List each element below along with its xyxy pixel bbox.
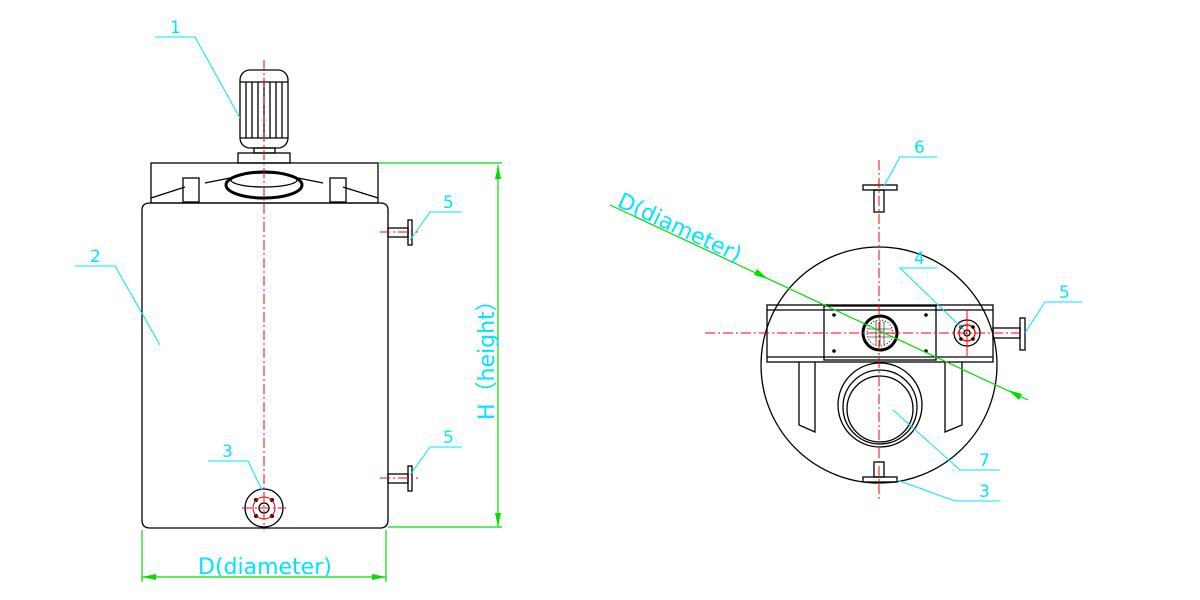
bottom-nozzle	[862, 461, 898, 483]
manhole-inner-ring	[846, 375, 914, 443]
label-4: 4	[914, 249, 925, 269]
leader-line-3-top-view	[896, 479, 1000, 502]
flange-bolt-hole	[971, 337, 975, 341]
flange-bolt-hole	[971, 325, 975, 329]
label-2: 2	[90, 247, 101, 267]
height-dimension-lines	[378, 162, 502, 528]
label-5-right: 5	[1059, 283, 1070, 303]
leader-line-6	[883, 156, 937, 187]
plate-bolt	[924, 313, 928, 317]
label-1: 1	[170, 18, 181, 38]
front-view: H（height） D(diameter) 1 2 3 5 5	[75, 18, 502, 582]
lid-bracket-left	[182, 177, 200, 203]
leader-line-5-bottom	[409, 446, 462, 476]
leader-line-3	[208, 460, 263, 491]
label-5-bottom: 5	[443, 428, 454, 448]
top-diameter-dimension: D(diameter)	[609, 189, 1029, 401]
height-dimension: H（height）	[378, 162, 502, 528]
side-nozzle-right	[992, 317, 1026, 351]
plate-bolt	[832, 349, 836, 353]
diameter-dimension: D(diameter)	[141, 530, 387, 582]
manhole-outer-ring	[837, 362, 923, 448]
tank-body	[141, 202, 389, 529]
height-label: H（height）	[475, 289, 500, 420]
top-nozzle	[862, 184, 898, 213]
label-7: 7	[979, 451, 990, 471]
plate-bolt	[832, 313, 836, 317]
diameter-dimension-lines	[141, 530, 387, 582]
leader-line-5-right	[1024, 301, 1082, 334]
leader-line-4	[898, 267, 965, 331]
leader-line-2	[75, 265, 161, 346]
top-diameter-label: D(diameter)	[613, 189, 745, 268]
top-diameter-dimension-line	[609, 204, 1029, 401]
leader-line-7	[892, 409, 1000, 471]
side-nozzle-bottom	[380, 465, 418, 492]
nozzle-flange	[862, 184, 898, 191]
leader-line-5-top	[409, 211, 462, 241]
label-3-top-view: 3	[979, 482, 990, 502]
label-6: 6	[914, 138, 925, 158]
label-3: 3	[222, 442, 233, 462]
nozzle-flange	[862, 476, 898, 483]
nozzle-flange	[1019, 317, 1026, 351]
flange-bolt-hole	[959, 337, 963, 341]
leader-line-1	[155, 36, 241, 119]
lid-bracket-right	[329, 177, 347, 203]
lid-slope-lines	[150, 177, 379, 199]
side-nozzle-top	[380, 219, 418, 246]
support-legs	[798, 362, 963, 433]
bottom-manhole	[837, 362, 923, 448]
manhole-middle-ring	[842, 369, 918, 445]
label-5-top: 5	[443, 193, 454, 213]
diameter-label: D(diameter)	[198, 555, 332, 580]
top-view: D(diameter) 6 4 5 7 3	[609, 138, 1082, 502]
nozzle-pipe	[873, 189, 885, 213]
